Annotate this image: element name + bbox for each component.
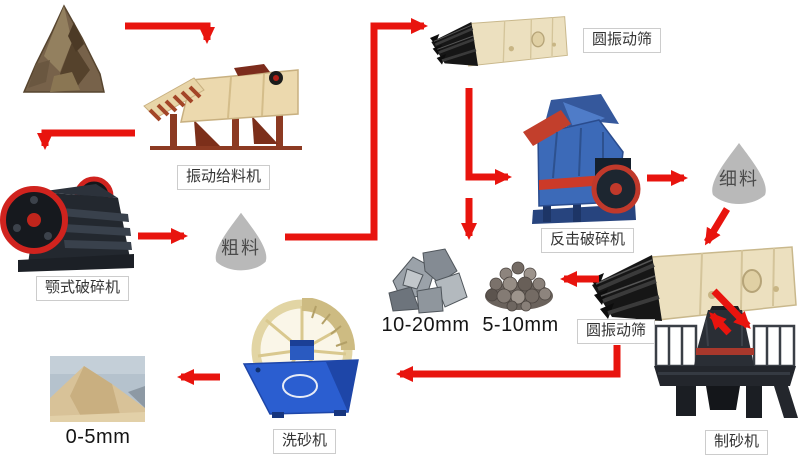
- label-washer: 洗砂机: [273, 429, 337, 454]
- label-jaw-crusher: 颚式破碎机: [36, 276, 130, 301]
- fine-material-label: 细料: [719, 169, 759, 190]
- circular-screen-top-image: [430, 14, 570, 68]
- jaw-crusher-image: [0, 176, 134, 272]
- node-stones-5-10: [482, 256, 557, 312]
- label-size-10-20: 10-20mm: [381, 314, 470, 336]
- node-raw-rock: [14, 2, 109, 94]
- node-jaw-crusher: [0, 162, 136, 276]
- node-stones-10-20: [383, 243, 468, 315]
- node-sand-0-5: [50, 356, 145, 422]
- impact-crusher-image: [523, 94, 641, 224]
- label-size-5-10: 5-10mm: [482, 314, 559, 336]
- node-coarse-material: 粗料: [195, 208, 287, 276]
- stones-5-10-image: [485, 261, 553, 312]
- sand-washer-image: [242, 298, 359, 418]
- arrow-feeder-to-jaw: [37, 129, 135, 150]
- node-screen-top: [430, 2, 570, 86]
- arrow-rock-to-feeder: [125, 22, 215, 44]
- label-size-0-5: 0-5mm: [65, 426, 131, 448]
- coarse-material-label: 粗料: [221, 237, 261, 258]
- sand-0-5-image: [50, 356, 145, 422]
- node-vibrating-feeder: [136, 58, 314, 162]
- vibrating-feeder-image: [143, 64, 302, 150]
- sand-maker-image: [654, 306, 798, 418]
- label-sand-maker: 制砂机: [705, 430, 769, 455]
- node-fine-material: 细料: [694, 138, 784, 210]
- node-sand-washer: [228, 298, 370, 426]
- node-impact-crusher: [503, 92, 647, 230]
- arrow-screen2-to-washer: [396, 345, 621, 382]
- arrow-fine-to-screen2: [704, 207, 730, 246]
- label-screen-mid: 圆振动筛: [577, 319, 656, 344]
- stones-10-20-image: [388, 248, 468, 314]
- label-feeder: 振动给料机: [177, 165, 271, 190]
- label-screen-top: 圆振动筛: [583, 28, 662, 53]
- node-sand-maker: [648, 306, 800, 430]
- raw-rock-image: [22, 4, 105, 93]
- label-impact-crusher: 反击破碎机: [541, 228, 635, 253]
